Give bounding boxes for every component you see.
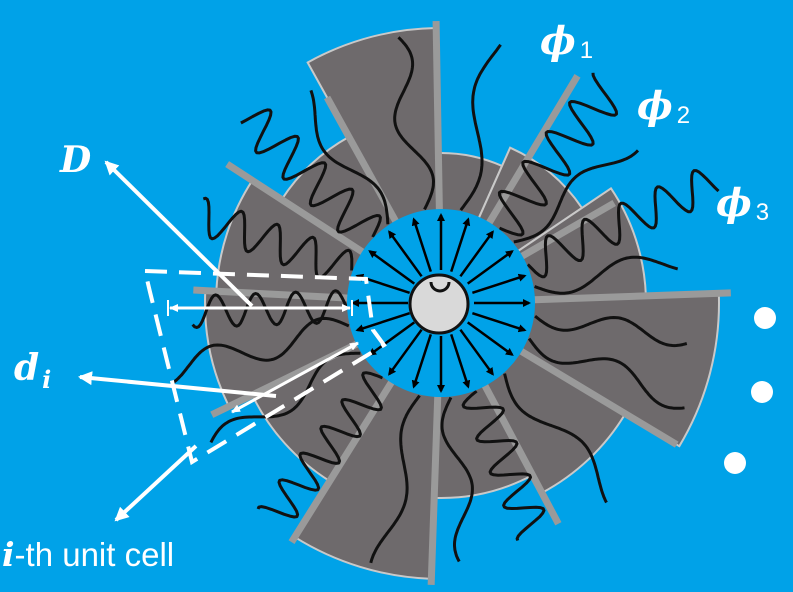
leader-arrow-d-inner [78,371,277,398]
wavy-chain-19 [309,89,390,225]
radial-arrow-5 [471,273,527,294]
radial-arrow-7 [471,312,527,333]
wavy-chain-16 [191,289,348,329]
spoke-11 [225,161,368,257]
radial-arrow-19 [388,230,423,278]
radial-arrow-12 [411,333,432,389]
wavy-chain-10 [461,389,546,542]
wavy-chain-3 [497,72,618,237]
wavy-chain-12 [369,394,421,564]
leader-arrow-unit-cell [114,444,198,522]
radial-arrow-14 [368,321,416,356]
wavy-chain-4 [513,149,640,244]
unit-cell-label: i-th unit cell [2,535,174,574]
radial-arrow-3 [459,230,494,278]
wavy-chain-6 [534,255,679,295]
radial-arrow-10 [450,333,471,389]
wavy-chain-13 [256,371,384,519]
rotor-hub-icon [408,273,470,335]
d-inner-dimension-arrow [231,341,359,414]
radial-arrow-9 [459,328,494,376]
wavy-chain-1 [393,36,435,211]
d-outer-label: D [59,139,91,181]
spoke-8 [288,377,397,545]
wavy-chain-8 [527,337,685,410]
wavy-chain-18 [240,108,382,238]
radial-arrow-8 [466,321,514,356]
wavy-chain-group [172,36,720,564]
radial-arrow-20 [411,217,432,273]
leader-arrow-d-outer [104,160,254,308]
radial-arrow-13 [388,328,423,376]
radial-arrow-4 [466,250,514,285]
ellipsis-dots-icon [724,307,776,474]
wavy-chain-7 [534,315,688,348]
radial-arrow-group [351,213,531,393]
wavy-chain-9 [503,373,608,504]
spoke-5 [516,346,679,448]
spoke-10 [193,286,352,302]
wavy-chain-11 [440,396,474,563]
radial-arrow-2 [450,217,471,273]
unit-cell-dashed-outline [142,268,387,466]
radial-arrow-18 [368,250,416,285]
wavy-chain-2 [459,43,502,211]
spoke-3 [517,199,616,262]
spoke-4 [530,289,731,304]
spoke-1 [432,20,443,214]
wavy-chain-5 [526,169,720,279]
spoke-7 [427,392,442,585]
radial-arrow-15 [355,312,411,333]
